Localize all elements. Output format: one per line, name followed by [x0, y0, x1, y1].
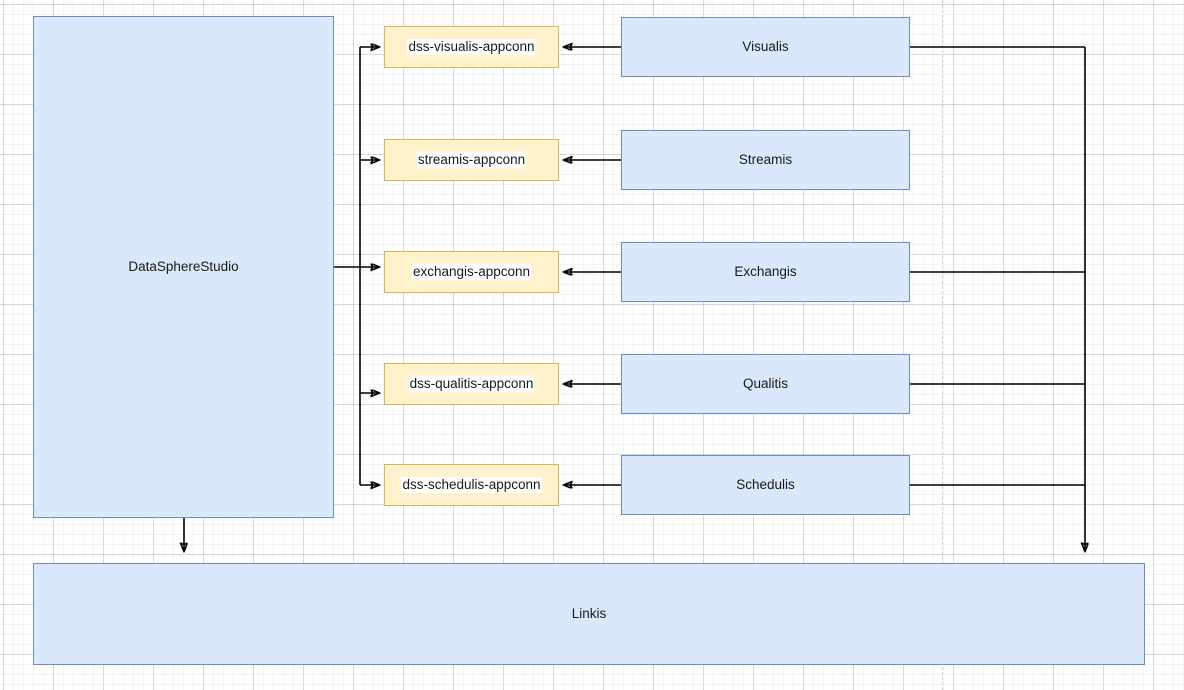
node-linkis-label: Linkis	[571, 605, 607, 621]
node-schedulis-label: Schedulis	[736, 476, 795, 492]
node-datasphere-studio[interactable]: DataSphereStudio	[33, 16, 334, 518]
node-dss-qualitis-appconn[interactable]: dss-qualitis-appconn	[384, 363, 559, 405]
node-dss-schedulis-appconn-label: dss-schedulis-appconn	[401, 476, 542, 494]
node-streamis[interactable]: Streamis	[621, 130, 910, 190]
node-exchangis[interactable]: Exchangis	[621, 242, 910, 302]
node-exchangis-label: Exchangis	[734, 263, 797, 279]
node-exchangis-appconn[interactable]: exchangis-appconn	[384, 251, 559, 293]
node-dss-schedulis-appconn[interactable]: dss-schedulis-appconn	[384, 464, 559, 506]
node-streamis-appconn[interactable]: streamis-appconn	[384, 139, 559, 181]
node-visualis-label: Visualis	[742, 38, 789, 54]
node-exchangis-appconn-label: exchangis-appconn	[411, 263, 532, 281]
node-visualis[interactable]: Visualis	[621, 17, 910, 77]
node-qualitis[interactable]: Qualitis	[621, 354, 910, 414]
node-schedulis[interactable]: Schedulis	[621, 455, 910, 515]
node-streamis-label: Streamis	[738, 151, 793, 167]
page-break-line	[942, 0, 943, 690]
node-qualitis-label: Qualitis	[742, 375, 788, 391]
node-datasphere-studio-label: DataSphereStudio	[128, 258, 239, 274]
node-linkis[interactable]: Linkis	[33, 563, 1145, 665]
node-dss-visualis-appconn[interactable]: dss-visualis-appconn	[384, 26, 559, 68]
node-dss-qualitis-appconn-label: dss-qualitis-appconn	[408, 375, 535, 393]
node-streamis-appconn-label: streamis-appconn	[416, 151, 527, 169]
node-dss-visualis-appconn-label: dss-visualis-appconn	[407, 38, 536, 56]
